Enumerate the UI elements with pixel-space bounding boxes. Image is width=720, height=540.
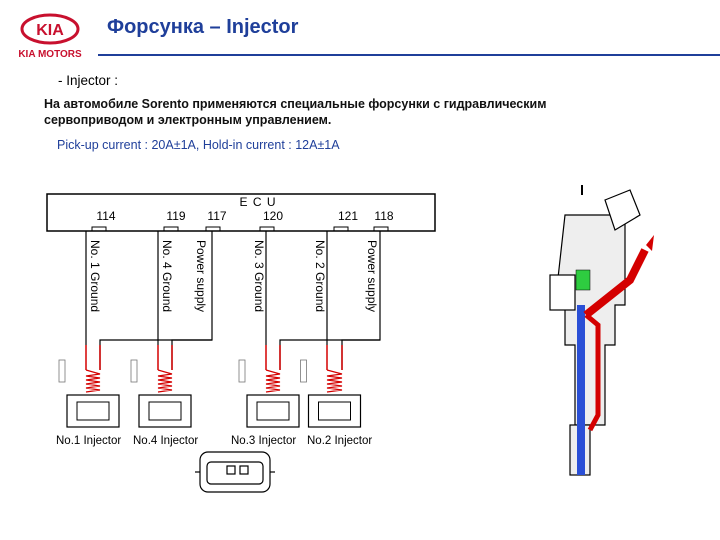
injector-label-3: No.3 Injector <box>231 435 296 447</box>
pin-120: 120 <box>263 209 283 223</box>
injector-coil-2 <box>130 345 192 428</box>
wire-label-1: No. 1 Ground <box>88 240 102 312</box>
pin-114: 114 <box>96 209 115 223</box>
wire-label-5: No. 2 Ground <box>313 240 327 312</box>
injector-label-2: No.2 Injector <box>307 435 372 447</box>
wire-label-3: Power supply <box>194 240 208 312</box>
ecu-label: E C U <box>239 195 276 209</box>
injector-coil-3 <box>238 345 300 428</box>
logo-brand-text: KIA MOTORS <box>18 49 82 60</box>
kia-motors-logo: KIA KIA MOTORS <box>18 13 82 60</box>
pin-117: 117 <box>207 209 226 223</box>
logo-kia-text: KIA <box>36 22 64 39</box>
wire-label-6: Power supply <box>365 240 379 312</box>
injector-coil-4 <box>300 345 362 428</box>
wire-label-2: No. 4 Ground <box>160 240 174 312</box>
injector-label-1: No.1 Injector <box>56 435 121 447</box>
wire-label-4: No. 3 Ground <box>252 240 266 312</box>
injector-coils <box>58 345 362 428</box>
pin-118: 118 <box>374 209 393 223</box>
description-line-2: сервоприводом и электронным управлением. <box>44 113 332 127</box>
injector-coil-1 <box>58 345 120 428</box>
title-underline <box>98 54 720 56</box>
section-bullet: - Injector : <box>58 73 119 88</box>
page-title: Форсунка – Injector <box>107 16 299 38</box>
pin-119: 119 <box>166 209 185 223</box>
wiring-diagram: E C U 114 119 117 120 121 118 No. 1 Grou… <box>46 193 436 493</box>
pin-121: 121 <box>338 209 358 223</box>
injector-label-4: No.4 Injector <box>133 435 198 447</box>
ecu-box <box>46 193 436 232</box>
description-line-1: На автомобиле Sorento применяются специа… <box>44 97 547 111</box>
injector-cutaway-icon <box>549 185 654 476</box>
connector-face-icon <box>195 451 275 493</box>
current-spec: Pick-up current : 20A±1A, Hold-in curren… <box>57 138 340 152</box>
